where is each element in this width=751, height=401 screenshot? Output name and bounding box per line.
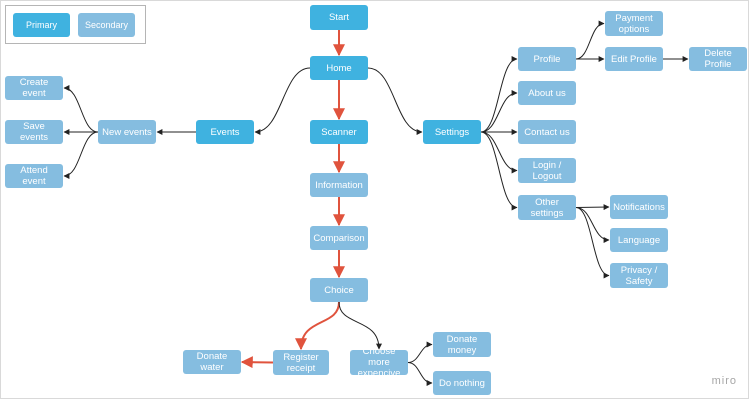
node-comparison[interactable]: Comparison: [310, 226, 368, 250]
node-create-event[interactable]: Create event: [5, 76, 63, 100]
node-choice[interactable]: Choice: [310, 278, 368, 302]
edge-home-to-events: [254, 67, 311, 135]
edge-register-receipt-to-donate-water: [240, 356, 274, 369]
edge-choice-to-choose-more-expencive: [338, 301, 382, 350]
node-language[interactable]: Language: [610, 228, 668, 252]
node-register-receipt[interactable]: Register receipt: [273, 350, 329, 375]
node-donate-money[interactable]: Donate money: [433, 332, 491, 357]
node-edit-profile[interactable]: Edit Profile: [605, 47, 663, 71]
node-information[interactable]: Information: [310, 173, 368, 197]
miro-watermark: miro: [711, 375, 737, 387]
node-donate-water[interactable]: Donate water: [183, 350, 241, 374]
edge-other-settings-to-privacy-safety: [575, 207, 610, 279]
legend-primary: Primary: [13, 13, 70, 37]
edge-choice-to-register-receipt: [295, 301, 340, 351]
node-choose-more-expencive[interactable]: Choose more expencive: [350, 346, 408, 379]
node-contact-us[interactable]: Contact us: [518, 120, 576, 144]
node-other-settings[interactable]: Other settings: [518, 195, 576, 220]
node-events[interactable]: Events: [196, 120, 254, 144]
node-settings[interactable]: Settings: [423, 120, 481, 144]
edge-choose-more-expencive-to-do-nothing: [407, 362, 433, 386]
node-do-nothing[interactable]: Do nothing: [433, 371, 491, 395]
node-profile[interactable]: Profile: [518, 47, 576, 71]
node-notifications[interactable]: Notifications: [610, 195, 668, 219]
edge-settings-to-about-us: [480, 90, 518, 133]
edge-other-settings-to-notifications: [575, 204, 610, 211]
node-home[interactable]: Home: [310, 56, 368, 80]
legend-secondary: Secondary: [78, 13, 135, 37]
edge-new-events-to-create-event: [63, 85, 99, 133]
node-payment-options[interactable]: Payment options: [605, 11, 663, 36]
node-save-events[interactable]: Save events: [5, 120, 63, 144]
edge-settings-to-other-settings: [480, 131, 518, 211]
edge-settings-to-login-logout: [480, 131, 518, 174]
edge-home-to-settings: [367, 67, 423, 135]
edge-profile-to-payment-options: [575, 20, 605, 60]
edge-new-events-to-attend-event: [63, 131, 99, 179]
node-delete-profile[interactable]: Delete Profile: [689, 47, 747, 71]
node-about-us[interactable]: About us: [518, 81, 576, 105]
edge-other-settings-to-language: [575, 207, 610, 243]
edge-settings-to-profile: [480, 56, 518, 133]
node-start[interactable]: Start: [310, 5, 368, 30]
legend: Primary Secondary: [5, 5, 146, 44]
node-scanner[interactable]: Scanner: [310, 120, 368, 144]
node-attend-event[interactable]: Attend event: [5, 164, 63, 188]
node-privacy-safety[interactable]: Privacy / Safety: [610, 263, 668, 288]
node-login-logout[interactable]: Login / Logout: [518, 158, 576, 183]
node-new-events[interactable]: New events: [98, 120, 156, 144]
edge-choose-more-expencive-to-donate-money: [407, 341, 433, 363]
